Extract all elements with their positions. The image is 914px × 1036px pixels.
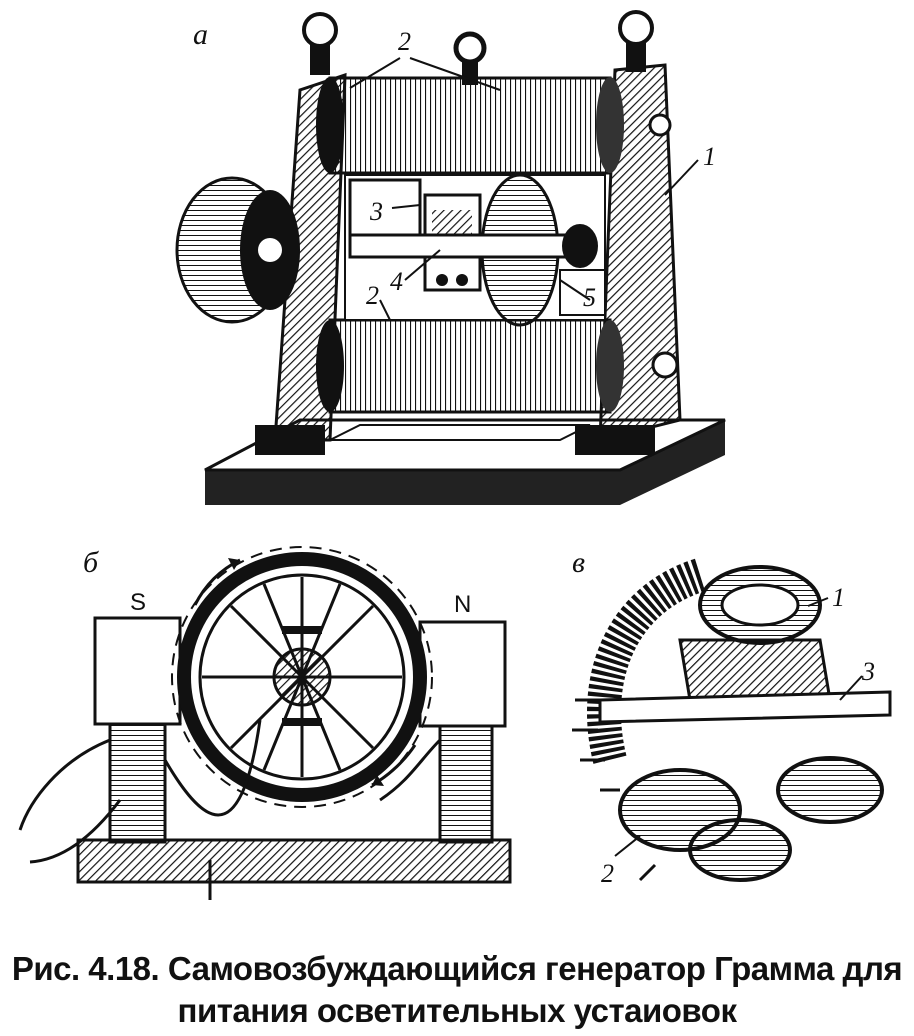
gramme-generator-figure: а 1 2 2 3 4 5 <box>18 10 892 900</box>
pole-n <box>418 620 507 728</box>
commutator <box>272 647 332 707</box>
callout-a-4: 4 <box>390 267 403 296</box>
core-plate-3 <box>598 690 892 724</box>
callout-v-3: 3 <box>861 657 875 686</box>
panel-b-label: б <box>83 546 99 579</box>
base-plate <box>205 420 725 505</box>
panel-b-schematic: б S N <box>18 546 512 900</box>
panel-v-winding-detail: в 1 2 3 <box>572 546 892 888</box>
ring-winding-arc <box>587 558 706 765</box>
callout-a-5: 5 <box>583 283 596 312</box>
callout-a-2-bottom: 2 <box>366 281 379 310</box>
callout-a-3: 3 <box>369 197 383 226</box>
brush-top <box>282 626 322 634</box>
shaft <box>348 233 592 259</box>
panel-a-label: а <box>193 18 208 51</box>
caption-line-2: питания осветительных устаиовок <box>177 992 737 1029</box>
brush-bottom <box>282 718 322 726</box>
field-coil-right <box>438 724 494 844</box>
right-foot <box>575 425 655 455</box>
pole-s-label: S <box>130 589 146 616</box>
pole-s <box>93 616 182 726</box>
left-terminal-knob <box>302 12 338 48</box>
figure-caption: Рис. 4.18. Самовозбуждающийся генератор … <box>0 948 914 1032</box>
right-terminal-knob <box>618 10 654 46</box>
gramme-ring <box>177 552 427 802</box>
lifting-eye <box>453 31 487 65</box>
callout-a-1: 1 <box>703 142 716 171</box>
caption-line-1: Рис. 4.18. Самовозбуждающийся генератор … <box>11 950 903 987</box>
left-foot <box>255 425 325 455</box>
pole-n-label: N <box>454 591 471 618</box>
upper-field-coil <box>328 76 612 175</box>
core-block <box>678 638 832 702</box>
panel-a-machine: а 1 2 2 3 4 5 <box>175 10 726 505</box>
callout-v-1: 1 <box>832 583 845 612</box>
callout-a-2-top: 2 <box>398 27 411 56</box>
panel-v-label: в <box>572 546 585 579</box>
callout-v-2: 2 <box>601 859 614 888</box>
lower-field-coil <box>328 318 612 414</box>
pole-piece-3 <box>348 178 422 237</box>
yoke-bar <box>76 838 512 884</box>
field-coil-left <box>108 722 167 844</box>
